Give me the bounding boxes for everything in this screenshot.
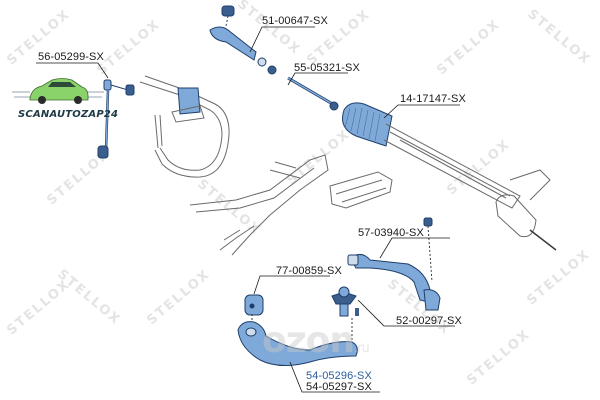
ball-joint-part <box>331 286 359 317</box>
arm-bushing-part <box>244 294 264 316</box>
logo-text: SCANAUTOZAP24 <box>18 109 119 120</box>
steering-rack-outline <box>383 123 557 251</box>
part-label-lower-control-arm-alt[interactable]: 54-05297-SX <box>306 381 372 393</box>
lower-control-arm-part <box>237 314 358 366</box>
inner-tie-rod-part <box>287 76 339 111</box>
part-label-lower-control-arm[interactable]: 54-05296-SX <box>306 370 372 382</box>
ozon-watermark: ozon.ru <box>262 320 370 361</box>
part-label-upper-control-arm[interactable]: 57-03940-SX <box>358 227 424 239</box>
part-label-stabilizer-link[interactable]: 56-05299-SX <box>38 51 104 63</box>
steering-boot-part <box>342 102 393 147</box>
subframe-outline <box>189 154 393 256</box>
car-icon <box>12 78 104 104</box>
stabilizer-link-part <box>97 79 135 159</box>
stabilizer-bar-outline <box>139 75 230 178</box>
stabilizer-bushing-part <box>171 87 205 123</box>
leader-lines <box>36 26 460 393</box>
tie-rod-end-part <box>209 5 277 75</box>
part-label-ball-joint[interactable]: 52-00297-SX <box>396 315 462 327</box>
part-label-steering-boot[interactable]: 14-17147-SX <box>400 93 466 105</box>
upper-control-arm-part <box>347 217 441 311</box>
part-label-arm-bushing[interactable]: 77-00859-SX <box>276 265 342 277</box>
part-label-inner-tie-rod[interactable]: 55-05321-SX <box>294 62 360 74</box>
part-label-tie-rod-end[interactable]: 51-00647-SX <box>262 15 328 27</box>
